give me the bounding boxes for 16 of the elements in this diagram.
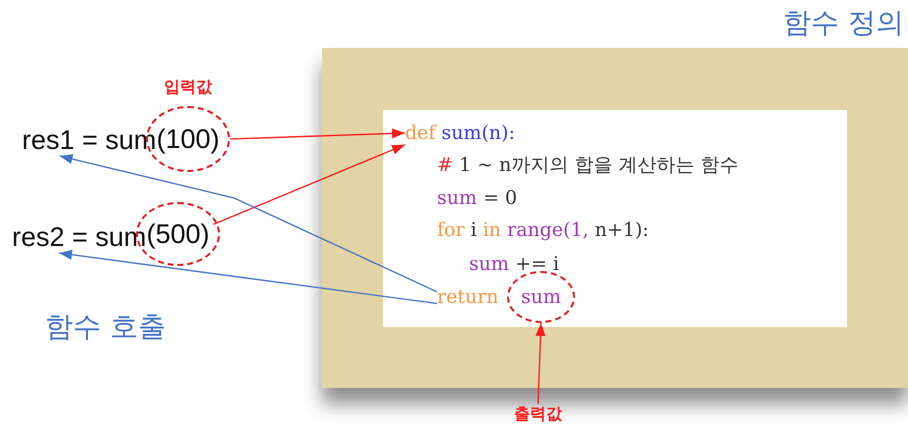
arrow — [536, 322, 546, 404]
code-panel — [383, 110, 847, 327]
code-keyword: return — [437, 284, 499, 310]
code-line: def sum(n): — [405, 120, 515, 146]
arrow — [230, 128, 406, 140]
section-title: 함수 호출 — [45, 309, 166, 345]
input-label: 입력값 — [164, 77, 212, 98]
code-line: for i in range(1, n+1): — [437, 217, 649, 243]
arrow — [58, 250, 438, 304]
arrow — [213, 144, 406, 225]
dashed-circle: sum — [507, 271, 575, 323]
arrow — [59, 154, 438, 292]
section-title: 함수 정의 — [783, 5, 904, 41]
code-line: sum = 0 — [437, 185, 518, 211]
output-label: 출력값 — [514, 404, 562, 425]
code-comment: # 1 ~ n까지의 합을 계산하는 함수 — [437, 152, 738, 178]
